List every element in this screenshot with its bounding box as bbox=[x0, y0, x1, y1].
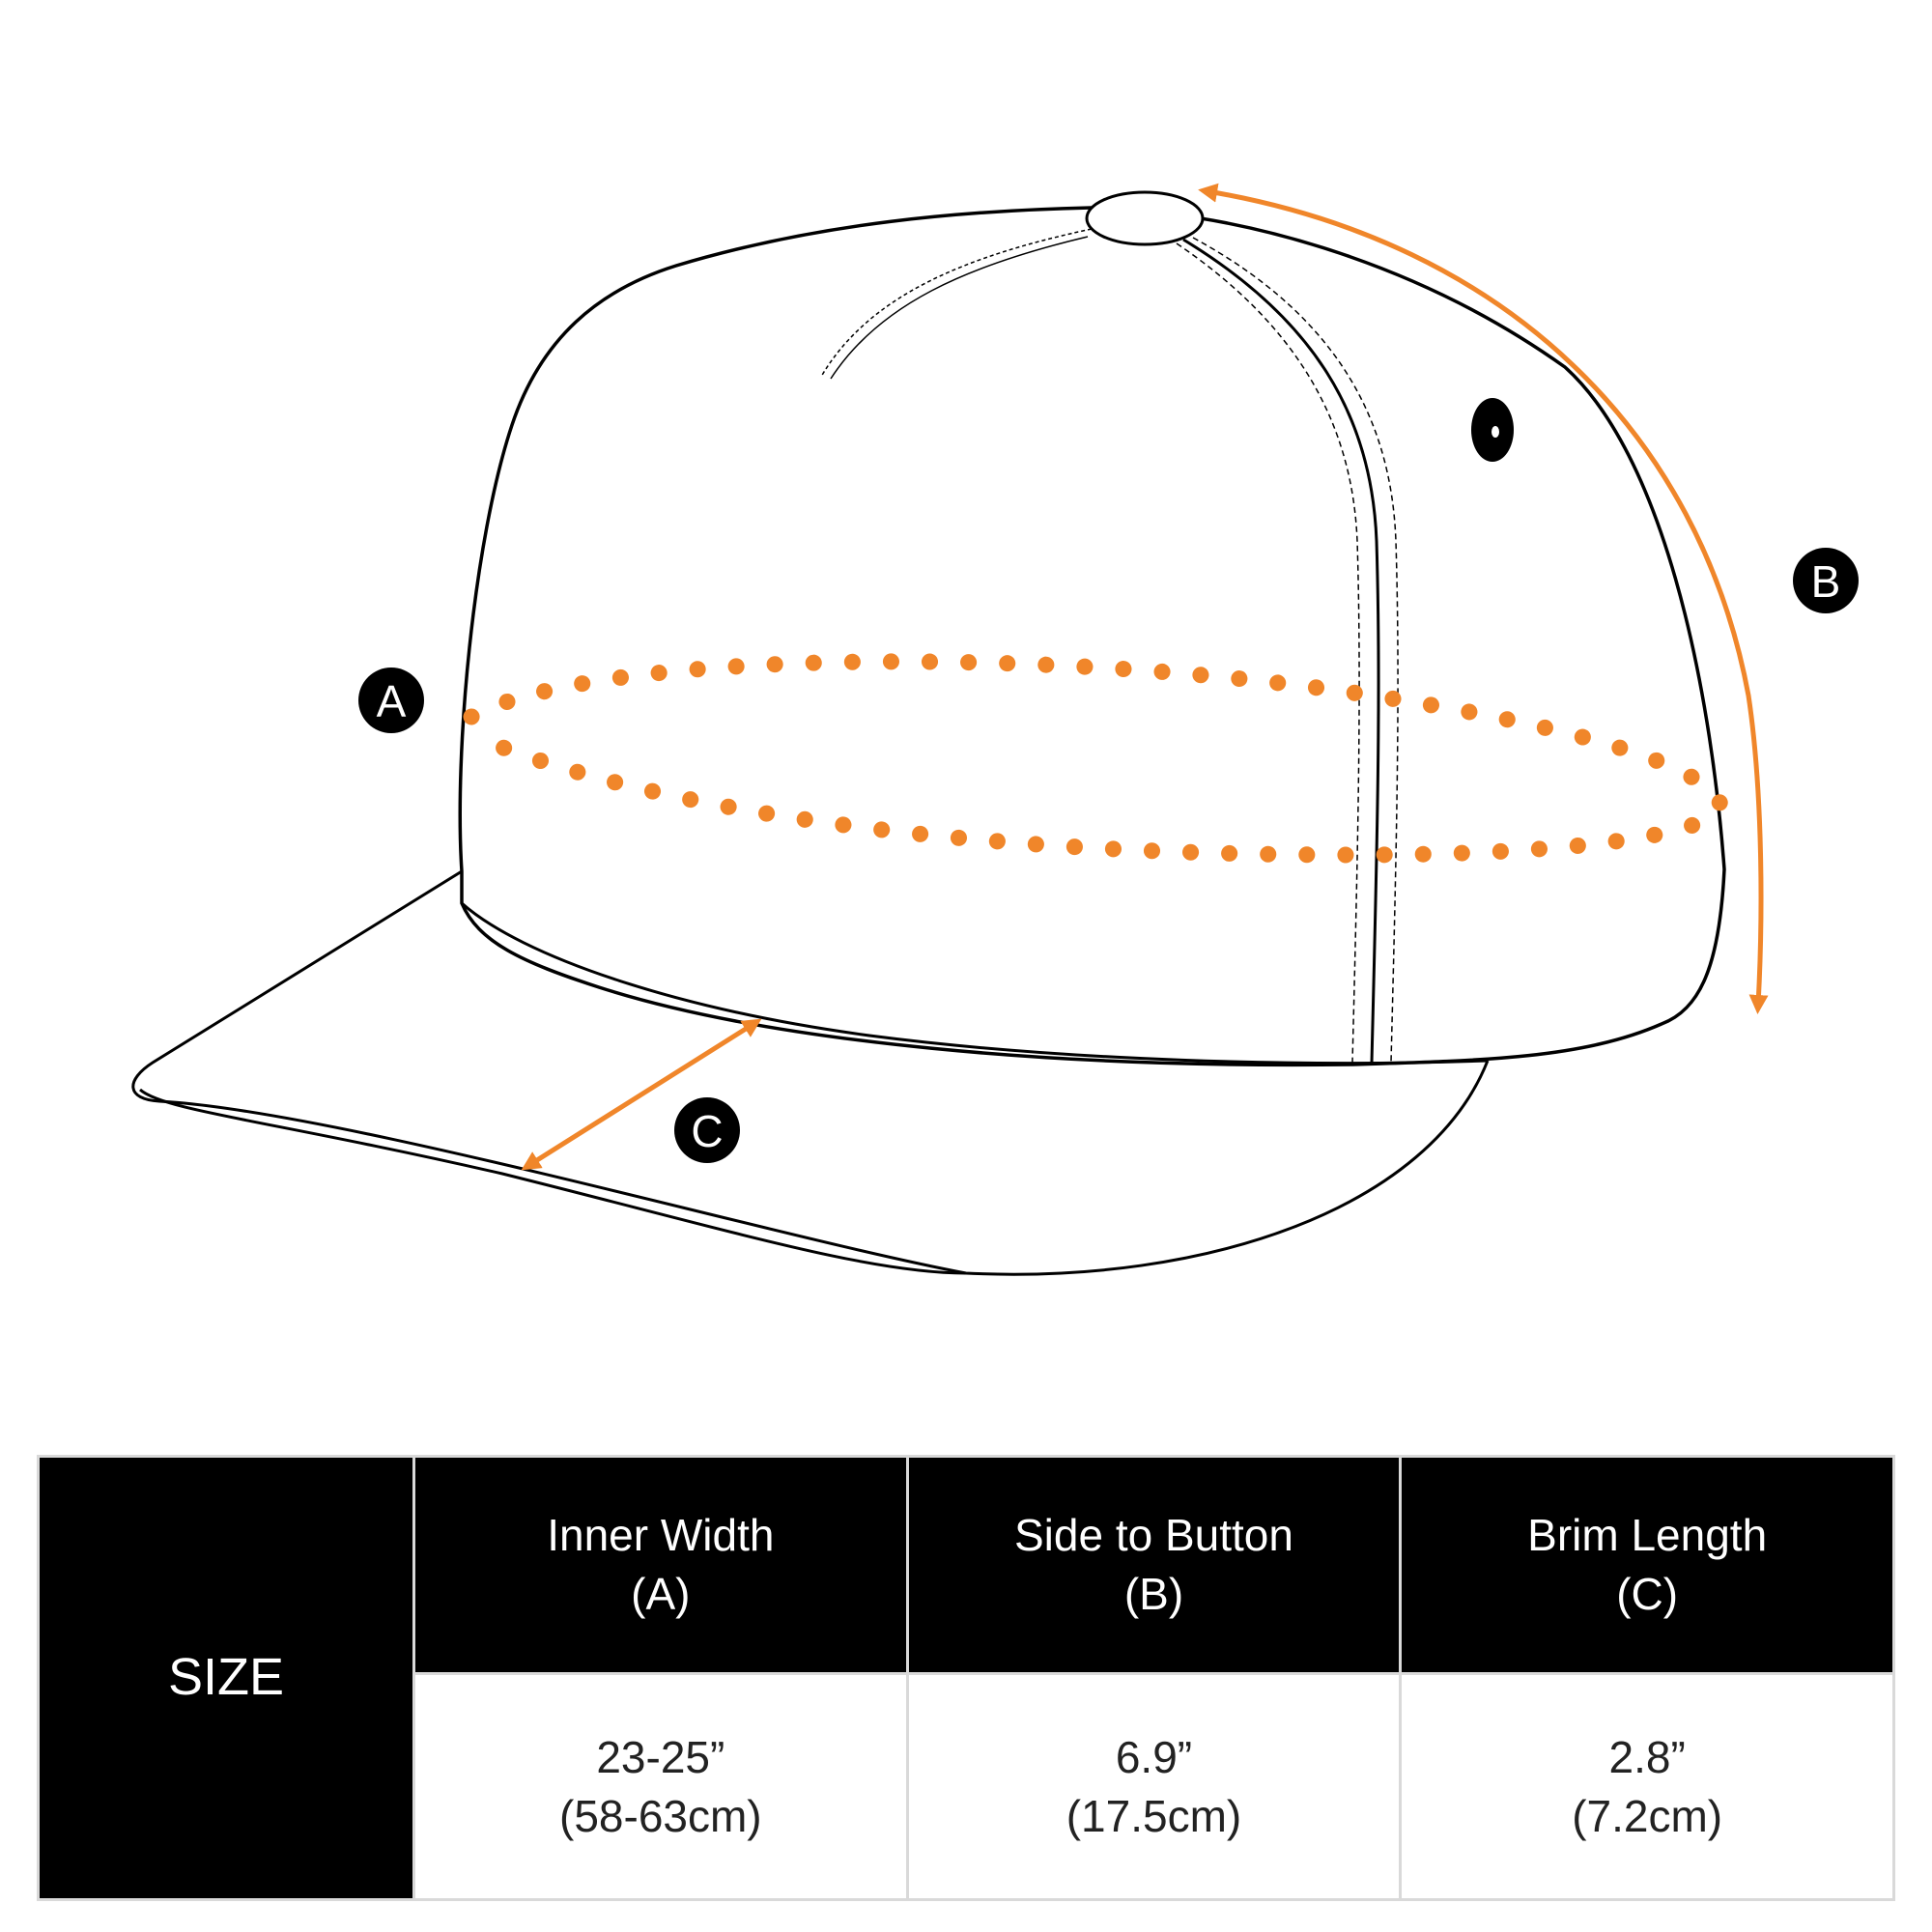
cap-crown bbox=[458, 206, 1726, 1067]
column-name: Brim Length bbox=[1527, 1510, 1768, 1561]
column-header-side-to-button: Side to Button (B) bbox=[905, 1455, 1403, 1675]
column-name: Side to Button bbox=[1013, 1510, 1293, 1561]
cap-sweatband-line bbox=[461, 901, 1489, 1065]
cap-diagram: A B C bbox=[131, 183, 1859, 1276]
value-imperial: 6.9” bbox=[1115, 1731, 1193, 1782]
size-table-value-row: 23-25” (58-63cm) 6.9” (17.5cm) 2.8” (7.2… bbox=[39, 1672, 1895, 1901]
cap-brim-edge bbox=[139, 1088, 967, 1275]
value-metric: (58-63cm) bbox=[559, 1790, 762, 1841]
size-label: SIZE bbox=[167, 1648, 285, 1707]
side-to-button-arrow bbox=[1198, 183, 1769, 1014]
column-key: (A) bbox=[631, 1569, 691, 1619]
value-metric: (7.2cm) bbox=[1572, 1790, 1723, 1841]
brim-length-arrow bbox=[521, 1018, 762, 1171]
value-inner-width: 23-25” (58-63cm) bbox=[412, 1672, 909, 1901]
cap-brim bbox=[131, 869, 1490, 1276]
value-imperial: 23-25” bbox=[596, 1731, 725, 1782]
column-key: (B) bbox=[1123, 1569, 1184, 1619]
column-key: (C) bbox=[1616, 1569, 1679, 1619]
marker-b-label: B bbox=[1811, 556, 1841, 607]
column-header-brim-length: Brim Length (C) bbox=[1399, 1455, 1895, 1675]
value-imperial: 2.8” bbox=[1608, 1731, 1686, 1782]
value-side-to-button: 6.9” (17.5cm) bbox=[905, 1672, 1403, 1901]
size-table-header-row: SIZE Inner Width (A) Side to Button (B) … bbox=[37, 1455, 1895, 1901]
marker-a: A bbox=[358, 668, 424, 733]
value-brim-length: 2.8” (7.2cm) bbox=[1399, 1672, 1895, 1901]
marker-b: B bbox=[1793, 548, 1859, 613]
top-button bbox=[1085, 190, 1205, 246]
value-metric: (17.5cm) bbox=[1065, 1790, 1242, 1841]
marker-c: C bbox=[674, 1097, 740, 1163]
size-label-cell: SIZE bbox=[37, 1455, 415, 1901]
marker-a-label: A bbox=[377, 676, 407, 726]
left-panel-seam bbox=[820, 228, 1093, 378]
marker-c-label: C bbox=[691, 1106, 723, 1156]
column-name: Inner Width bbox=[547, 1510, 775, 1561]
column-header-inner-width: Inner Width (A) bbox=[412, 1455, 909, 1675]
size-table: SIZE Inner Width (A) Side to Button (B) … bbox=[37, 1455, 1895, 1901]
